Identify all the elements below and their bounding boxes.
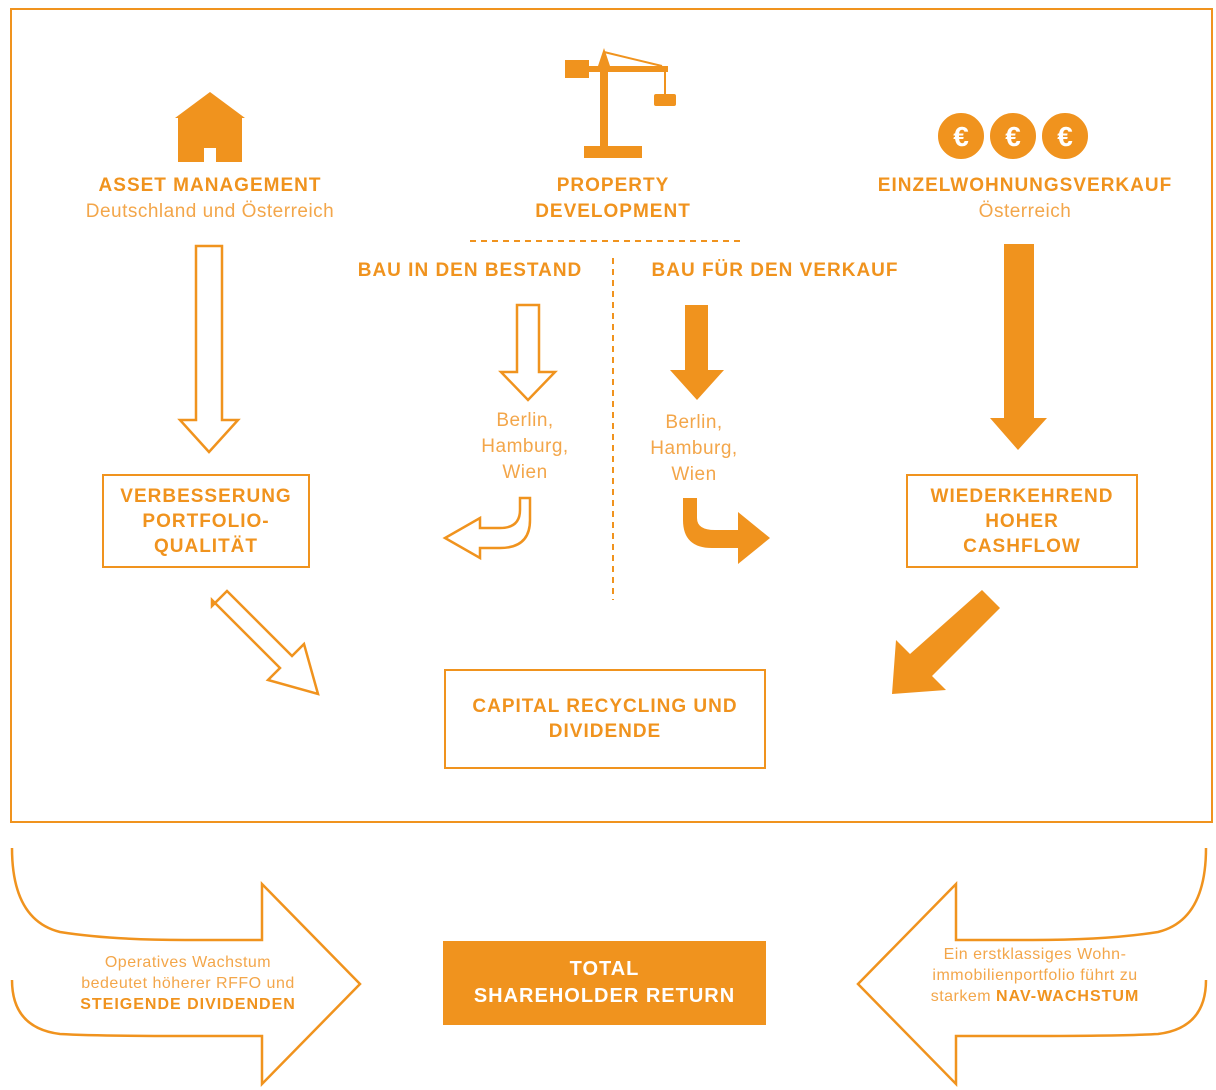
city-item: Wien bbox=[671, 464, 717, 485]
box-line: WIEDERKEHREND bbox=[930, 485, 1114, 507]
box-line: VERBESSERUNG bbox=[120, 485, 292, 507]
coin-symbol-2: € bbox=[1005, 121, 1021, 152]
right-note: Ein erstklassiges Wohn- immobilienportfo… bbox=[880, 944, 1190, 1007]
diagonal-arrow-left bbox=[210, 589, 320, 696]
right-note-line1: Ein erstklassiges Wohn- bbox=[943, 946, 1127, 963]
bottom-right-arrow bbox=[856, 847, 1208, 1088]
left-note-line1: Operatives Wachstum bbox=[104, 954, 272, 971]
branch-label-bestand: BAU IN DEN BESTAND bbox=[357, 260, 583, 281]
verkauf-down-arrow bbox=[670, 305, 724, 400]
einzelwohnungsverkauf-subtitle: Österreich bbox=[978, 201, 1072, 222]
city-item: Hamburg, bbox=[650, 438, 738, 459]
box-line: HOHER bbox=[985, 510, 1059, 532]
city-item: Wien bbox=[502, 462, 548, 483]
total-shareholder-return: TOTAL SHAREHOLDER RETURN bbox=[443, 941, 766, 1025]
cashflow-box: WIEDERKEHREND HOHER CASHFLOW bbox=[906, 474, 1138, 568]
branch-label-verkauf: BAU FÜR DEN VERKAUF bbox=[651, 260, 899, 281]
portfolio-quality-box: VERBESSERUNG PORTFOLIO- QUALITÄT bbox=[102, 474, 310, 568]
house-icon bbox=[175, 92, 245, 162]
city-item: Hamburg, bbox=[481, 436, 569, 457]
left-note-line2: bedeutet höherer RFFO und bbox=[81, 975, 295, 992]
right-note-line2: immobilienportfolio führt zu bbox=[932, 967, 1138, 984]
box-line: DIVIDENDE bbox=[548, 721, 662, 742]
property-development-title-line1: PROPERTY bbox=[556, 175, 670, 196]
coin-symbol-1: € bbox=[953, 121, 969, 152]
box-line: PORTFOLIO- bbox=[142, 510, 270, 532]
box-line: QUALITÄT bbox=[153, 535, 259, 557]
total-line: SHAREHOLDER RETURN bbox=[473, 985, 736, 1007]
diagram-frame bbox=[10, 8, 1213, 823]
asset-management-title: ASSET MANAGEMENT bbox=[98, 175, 322, 196]
property-development-title: PROPERTY DEVELOPMENT bbox=[500, 173, 726, 225]
diagonal-arrow-right bbox=[892, 590, 1000, 694]
capital-recycling-box: CAPITAL RECYCLING UND DIVIDENDE bbox=[444, 669, 766, 769]
city-item: Berlin, bbox=[496, 410, 554, 431]
einzelwohnungsverkauf-title: EINZELWOHNUNGSVERKAUF bbox=[877, 175, 1173, 196]
crane-icon bbox=[565, 48, 676, 158]
asset-down-arrow bbox=[177, 244, 241, 454]
einzel-down-arrow bbox=[990, 244, 1047, 450]
city-item: Berlin, bbox=[665, 412, 723, 433]
total-line: TOTAL bbox=[569, 958, 640, 980]
right-note-lead: starkem bbox=[930, 988, 997, 1005]
coin-symbol-3: € bbox=[1057, 121, 1073, 152]
asset-management-subtitle: Deutschland und Österreich bbox=[85, 201, 335, 222]
box-line: CAPITAL RECYCLING UND bbox=[472, 696, 738, 717]
euro-coins-icon: € € € bbox=[936, 111, 1090, 161]
bestand-curved-arrow bbox=[442, 496, 532, 561]
left-note-strong: STEIGENDE DIVIDENDEN bbox=[80, 996, 296, 1013]
property-development-title-line2: DEVELOPMENT bbox=[535, 201, 691, 222]
right-note-strong: NAV-WACHSTUM bbox=[996, 988, 1140, 1005]
bottom-left-arrow bbox=[10, 847, 362, 1088]
box-line: CASHFLOW bbox=[963, 535, 1081, 557]
bestand-down-arrow bbox=[498, 303, 558, 402]
verkauf-curved-arrow bbox=[683, 498, 770, 564]
cities-bestand: Berlin, Hamburg, Wien bbox=[455, 408, 595, 486]
cities-verkauf: Berlin, Hamburg, Wien bbox=[624, 410, 764, 488]
left-note: Operatives Wachstum bedeutet höherer RFF… bbox=[38, 952, 338, 1015]
